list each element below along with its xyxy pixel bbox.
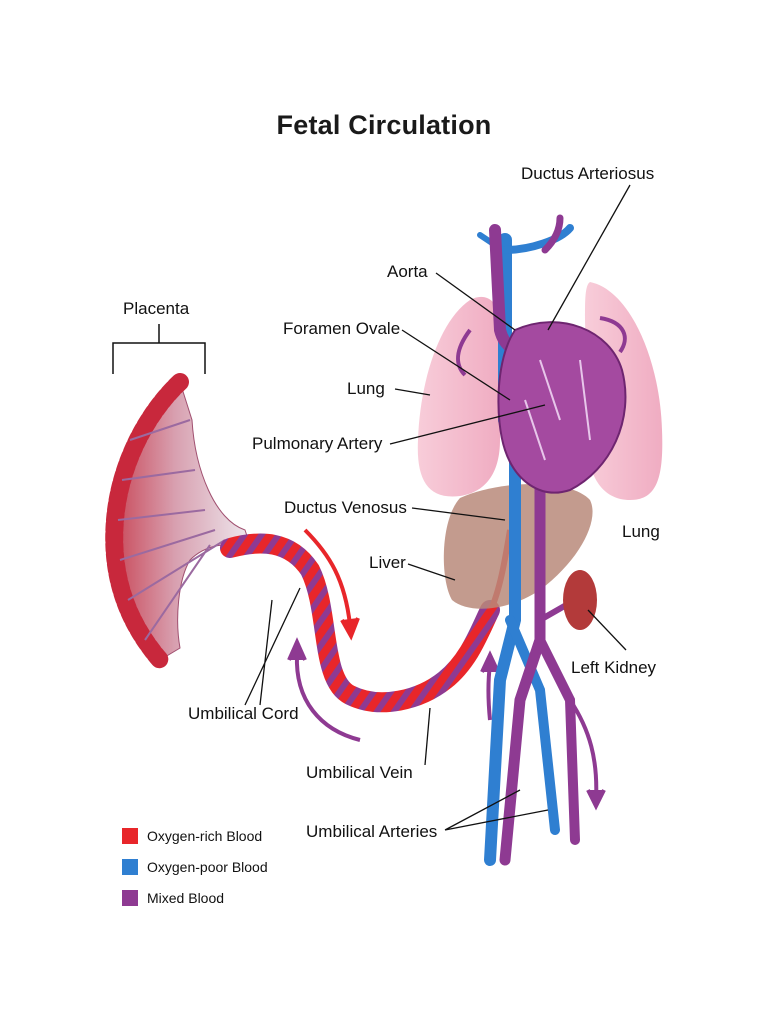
flow-arrows [287, 528, 606, 811]
label-liver: Liver [369, 553, 406, 572]
leader-lines [244, 184, 631, 831]
legend-item-mixed: Mixed Blood [122, 890, 268, 906]
legend-swatch-oxygen-poor [122, 859, 138, 875]
label-ductus-venosus: Ductus Venosus [284, 498, 407, 517]
legend-item-oxygen-poor: Oxygen-poor Blood [122, 859, 268, 875]
diagram-title: Fetal Circulation [276, 110, 492, 140]
legend-item-oxygen-rich: Oxygen-rich Blood [122, 828, 268, 844]
legend-label: Oxygen-rich Blood [147, 828, 263, 844]
legend: Oxygen-rich Blood Oxygen-poor Blood Mixe… [122, 828, 268, 921]
label-umbilical-arteries: Umbilical Arteries [306, 822, 438, 841]
label-pulmonary-artery: Pulmonary Artery [252, 434, 383, 453]
heart-shape [456, 316, 627, 494]
legend-label: Mixed Blood [147, 890, 225, 906]
label-placenta: Placenta [123, 299, 190, 318]
left-kidney-shape [563, 570, 597, 630]
label-umbilical-vein: Umbilical Vein [306, 763, 413, 782]
left-lung-shape [417, 296, 500, 497]
placenta-shape [105, 373, 251, 669]
label-lung-right: Lung [622, 522, 660, 541]
label-left-kidney: Left Kidney [571, 658, 657, 677]
placenta-bracket [112, 324, 206, 374]
label-lung-left: Lung [347, 379, 385, 398]
label-umbilical-cord: Umbilical Cord [188, 704, 299, 723]
label-ductus-arteriosus: Ductus Arteriosus [521, 164, 655, 183]
legend-swatch-oxygen-rich [122, 828, 138, 844]
label-foramen-ovale: Foramen Ovale [283, 319, 401, 338]
label-aorta: Aorta [387, 262, 428, 281]
legend-swatch-mixed [122, 890, 138, 906]
legend-label: Oxygen-poor Blood [147, 859, 268, 875]
